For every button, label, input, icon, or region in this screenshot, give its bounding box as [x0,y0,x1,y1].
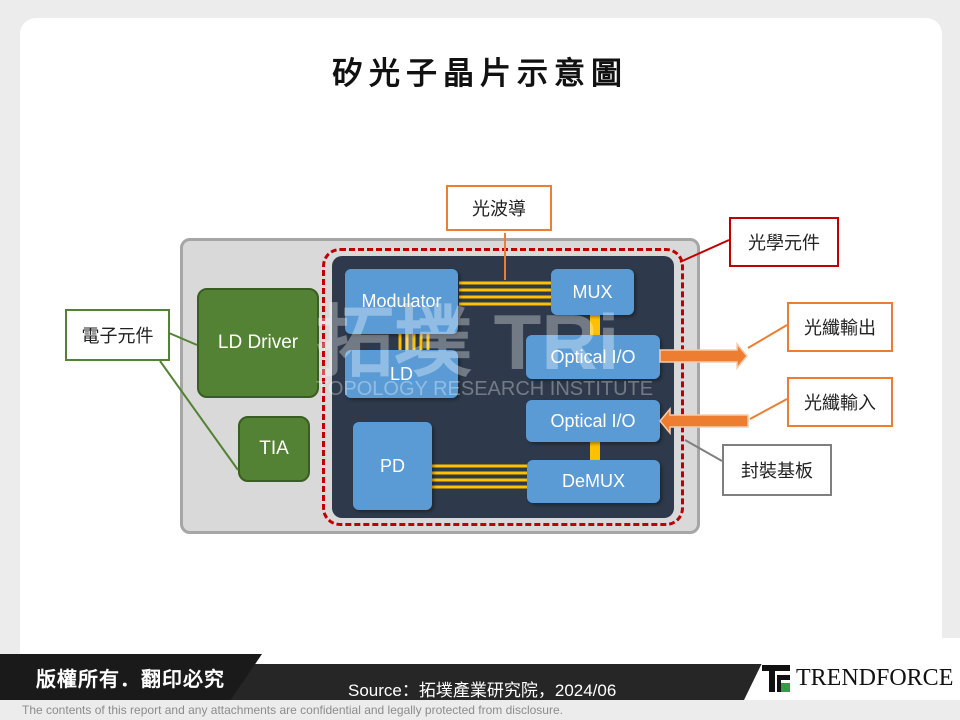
demux-block: DeMUX [527,460,660,503]
trendforce-wordmark: TRENDFORCE [796,664,954,691]
trendforce-logo: TRENDFORCE [762,663,953,693]
ld-block: LD [345,350,458,398]
footer-black-tab [0,654,262,700]
ld-driver-block: LD Driver [197,288,319,398]
pd-block: PD [353,422,432,510]
disclaimer-text: The contents of this report and any atta… [22,703,563,717]
waveguide-callout: 光波導 [446,185,552,231]
mux-block: MUX [551,269,634,315]
optical-io-top-block: Optical I/O [526,335,660,379]
fiber-input-callout: 光纖輸入 [787,377,893,427]
electronic-components-callout: 電子元件 [65,309,170,361]
copyright-text: 版權所有．翻印必究 [36,667,225,691]
fiber-output-callout: 光纖輸出 [787,302,893,352]
source-text: Source：拓墣產業研究院，2024/06 [348,681,617,700]
slide-title: 矽光子晶片示意圖 [332,56,628,92]
package-substrate-callout: 封裝基板 [722,444,832,496]
modulator-block: Modulator [345,269,458,334]
tia-block: TIA [238,416,310,482]
trendforce-logo-icon [762,665,790,692]
optical-components-boundary [322,248,684,526]
optical-components-callout: 光學元件 [729,217,839,267]
optical-io-bottom-block: Optical I/O [526,400,660,442]
